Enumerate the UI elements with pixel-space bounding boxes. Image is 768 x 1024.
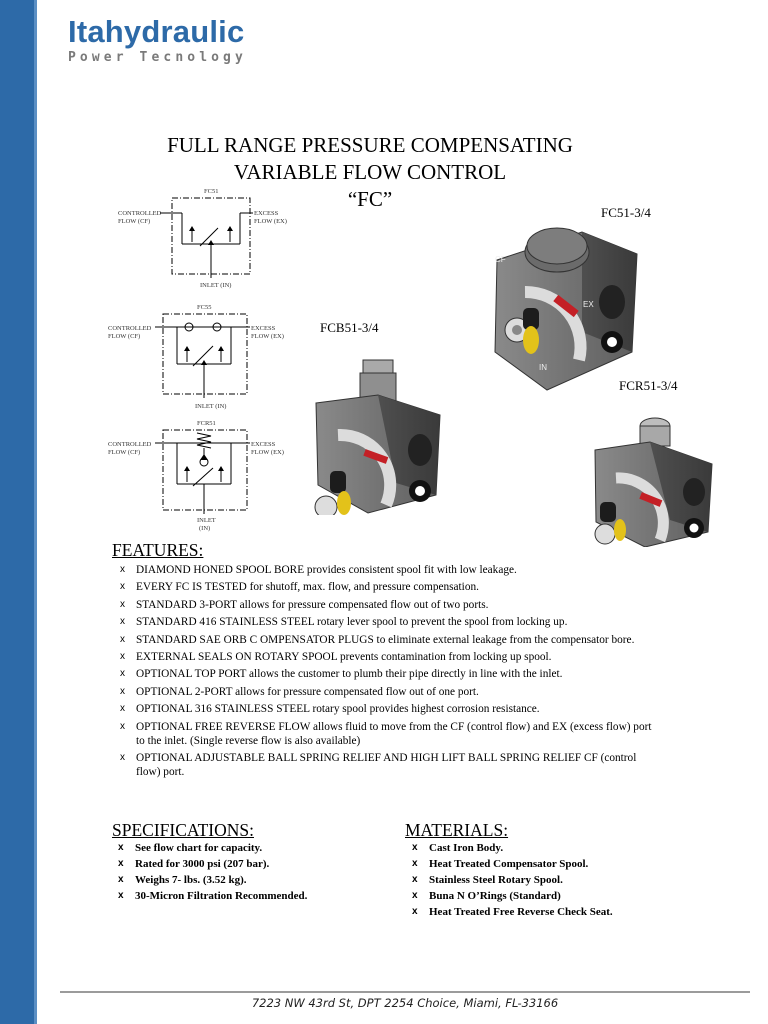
title-line-1: FULL RANGE PRESSURE COMPENSATING [167,133,573,157]
bullet-x: x [412,874,418,885]
schematic-fc55: FC55 CONTROLLED FLOW (CF) EXCESS FLOW (E… [108,304,284,410]
materials-heading: MATERIALS: [405,820,509,840]
brand-name: Itahydraulic [68,14,245,49]
brand-tagline: Power Tecnology [68,50,247,65]
schematic-model-label: FC55 [197,304,211,311]
schematic-bottom-label: INLET (IN) [200,282,231,289]
schematic-right-label: EXCESS [254,210,279,217]
page-title: FULL RANGE PRESSURE COMPENSATING VARIABL… [120,132,620,213]
specifications-heading: SPECIFICATIONS: [112,820,254,840]
product-image-fc51: CF EX IN [494,227,638,391]
schematic-bottom-label: (IN) [199,525,210,532]
bullet-x: x [120,564,125,575]
schematic-left-label: CONTROLLED [108,441,152,448]
product-image-fcr51 [594,417,713,547]
schematic-right-label: FLOW (EX) [251,333,284,340]
bullet-x: x [120,685,125,697]
features-heading: FEATURES: [112,540,204,560]
schematic-right-label: EXCESS [251,441,276,448]
schematic-left-label: CONTROLLED [108,325,152,332]
schematic-left-label: FLOW (CF) [108,449,140,456]
title-line-2: VARIABLE FLOW CONTROL [233,160,507,184]
bullet-x: x [120,616,125,628]
bullet-x: x [120,633,125,645]
footer-address: 7223 NW 43rd St, DPT 2254 Choice, Miami,… [251,996,559,1010]
bullet-x: x [412,906,418,917]
footer-divider [60,991,750,993]
bullet-x: x [120,720,125,732]
bullet-x: x [412,858,418,869]
schematic-bottom-label: INLET (IN) [195,403,226,410]
bullet-x: x [120,751,125,763]
product-image-fcb51 [314,359,441,515]
bullet-x: x [412,842,418,853]
logo: Itahydraulic Power Tecnology [68,14,247,66]
schematic-right-label: FLOW (EX) [254,218,287,225]
bullet-x: x [120,598,125,610]
schematic-right-label: EXCESS [251,325,276,332]
schematic-left-label: FLOW (CF) [118,218,150,225]
schematic-left-label: CONTROLLED [118,210,162,217]
schematic-model-label: FC51 [204,188,218,195]
schematic-left-label: FLOW (CF) [108,333,140,340]
bullet-x: x [118,874,124,885]
product-label-fc51: FC51-3/4 [601,205,651,220]
schematic-right-label: FLOW (EX) [251,449,284,456]
schematic-fc51: FC51 CONTROLLED FLOW (CF) EXCESS FLOW (E… [118,188,287,289]
port-label-ex: EX [583,300,594,309]
title-line-3: “FC” [347,187,393,211]
bullet-x: x [118,858,124,869]
port-label-cf: CF [495,255,506,264]
bullet-x: x [120,703,125,715]
schematic-bottom-label: INLET [197,517,216,524]
bullet-x: x [120,668,125,680]
bullet-x: x [120,650,125,662]
bullet-x: x [118,890,124,901]
product-label-fcr51: FCR51-3/4 [619,378,678,393]
bullet-x: x [118,842,124,853]
bullet-x: x [412,890,418,901]
port-label-in: IN [539,363,547,372]
product-label-fcb51: FCB51-3/4 [320,320,379,335]
schematic-model-label: FCR51 [197,420,216,427]
bullet-x: x [120,581,125,593]
sidebar-stripe [0,0,37,1024]
schematic-fcr51: FCR51 CONTROLLED FLOW (CF) EXCESS FLOW (… [108,420,284,532]
